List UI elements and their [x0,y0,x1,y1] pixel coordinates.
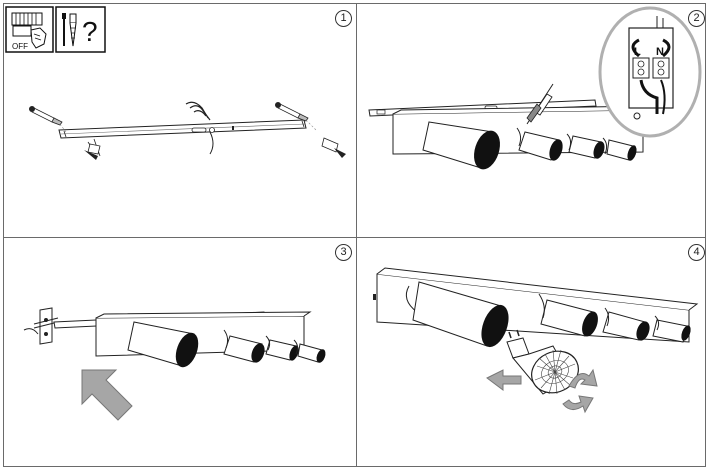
step-1-illustration [5,6,346,160]
step-3-illustration [23,307,326,421]
panel-divider-horizontal [4,237,705,238]
power-off-icon [5,6,54,53]
step-number-1: 1 [335,10,352,27]
panel-divider-vertical [356,4,357,466]
panel-step-1: OFF ? 1 [4,4,356,237]
instruction-sheet: OFF ? 1 [3,3,706,467]
screwdriver-icon [526,83,554,125]
insert-arrow-icon [486,369,522,391]
rotate-arrow-icon [562,368,598,414]
panel-step-4: 4 [357,238,707,468]
neutral-terminal-label: N [656,46,664,58]
wall-bracket [23,307,59,345]
screw-right [321,137,346,158]
mounting-rail [58,119,307,155]
wall-plug-left [29,106,67,133]
live-terminal-label: L [634,46,641,58]
step-number-3: 3 [335,244,352,261]
screw-left [84,138,101,160]
electrical-wires [185,101,211,121]
terminal-detail-zoom [598,6,702,138]
push-arrow-icon [81,369,133,421]
wall-plug-right [275,102,317,131]
tools-question-icon [55,6,106,53]
panel-step-3: 3 [4,238,356,468]
step-2-illustration [368,6,702,170]
gu10-bulb-icon [506,329,579,395]
step-number-4: 4 [688,244,705,261]
panel-step-2: L N 2 [357,4,707,237]
spotlight-bar [373,267,699,348]
question-mark: ? [82,16,98,47]
off-label: OFF [12,42,28,51]
step-4-illustration [373,267,699,414]
spotlight-bar [392,105,652,170]
spotlight-bar [95,311,326,368]
step-number-2: 2 [688,10,705,27]
